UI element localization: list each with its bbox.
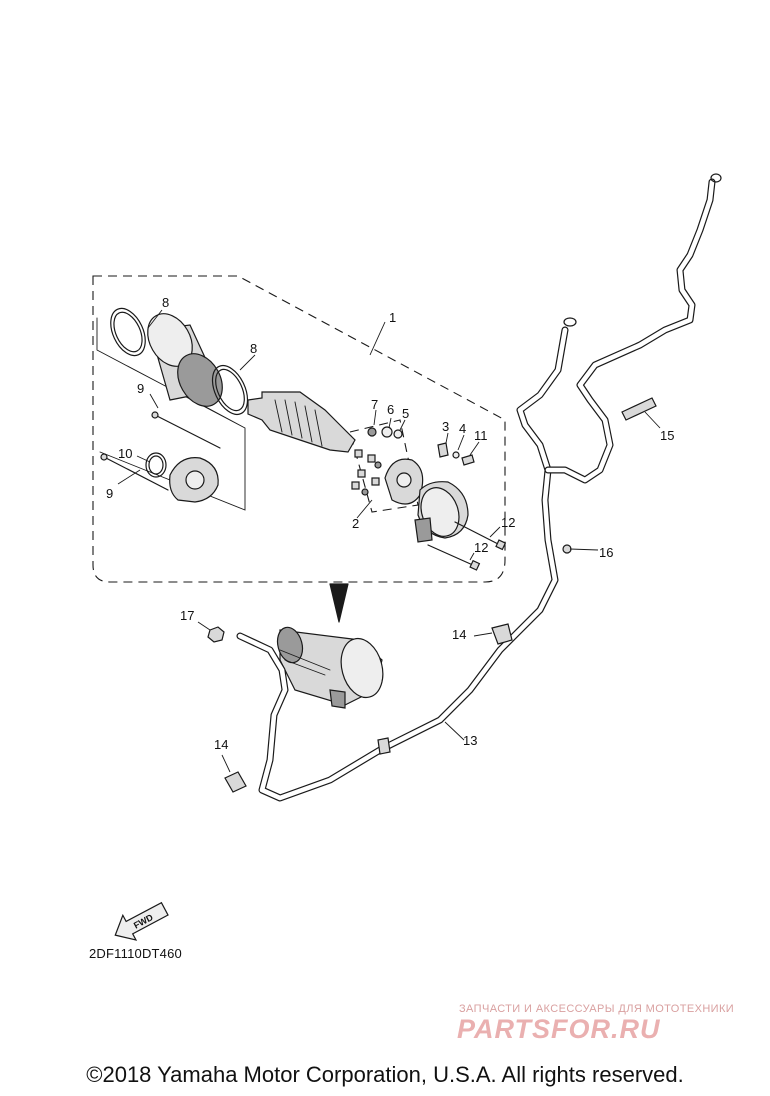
callout-3: 3 xyxy=(442,419,449,434)
clamp-part xyxy=(491,623,513,645)
end-cover-flange xyxy=(414,517,433,543)
through-bolt-part xyxy=(427,544,476,567)
yoke-housing-rear xyxy=(177,353,223,407)
long-bolt-head xyxy=(151,411,159,419)
callout-9-top: 9 xyxy=(137,381,144,396)
long-bolt-part xyxy=(103,456,169,491)
callout-6: 6 xyxy=(387,402,394,417)
brush-parts-cluster xyxy=(351,426,403,496)
ground-terminal-ring xyxy=(710,173,722,183)
ground-lead xyxy=(544,178,716,484)
watermark-logo: PARTSFOR.RU xyxy=(457,1014,661,1044)
callout-12-upper: 12 xyxy=(501,515,515,530)
callout-10: 10 xyxy=(118,446,132,461)
clamp-part xyxy=(224,771,247,793)
callout-11: 11 xyxy=(474,428,488,443)
long-bolt-head xyxy=(100,453,108,461)
callout-12-lower: 12 xyxy=(474,540,488,555)
o-ring-part xyxy=(113,311,143,353)
callout-4: 4 xyxy=(459,421,466,436)
callout-14-upper: 14 xyxy=(452,627,466,642)
callout-15: 15 xyxy=(660,428,674,443)
o-ring-part xyxy=(148,455,164,475)
callout-7: 7 xyxy=(371,397,378,412)
battery-cable-core xyxy=(237,327,568,801)
terminal-bolt-part xyxy=(437,442,449,458)
callout-5: 5 xyxy=(402,406,409,421)
fwd-arrow-icon: FWD xyxy=(114,901,169,941)
o-ring-part xyxy=(215,368,245,412)
armature-windings xyxy=(274,399,323,447)
brush-subassembly-boundary xyxy=(349,419,419,513)
through-bolt-part xyxy=(454,521,501,546)
watermark-tagline: ЗАПЧАСТИ И АКСЕССУАРЫ ДЛЯ МОТОТЕХНИКИ xyxy=(459,1003,735,1015)
leader-lines xyxy=(117,309,661,773)
callout-17: 17 xyxy=(180,608,194,623)
brush-holder-hole xyxy=(396,472,412,488)
callout-8-top: 8 xyxy=(162,295,169,310)
callout-13: 13 xyxy=(463,733,477,748)
callout-8-mid: 8 xyxy=(250,341,257,356)
through-bolt-head xyxy=(469,559,481,571)
copyright-notice: ©2018 Yamaha Motor Corporation, U.S.A. A… xyxy=(86,1062,684,1087)
front-bracket-bore xyxy=(185,470,205,490)
nut-part xyxy=(207,626,225,643)
o-ring-part xyxy=(110,307,146,357)
long-bolt-part xyxy=(154,414,221,449)
exploded-view-pointer xyxy=(329,583,349,623)
o-ring-part xyxy=(145,452,167,478)
diagram-code: 2DF1110DT460 xyxy=(89,946,182,961)
washer-part xyxy=(452,451,460,459)
callout-1: 1 xyxy=(389,310,396,325)
protector-tube-part xyxy=(621,397,657,421)
callout-2: 2 xyxy=(352,516,359,531)
o-ring-part xyxy=(211,364,249,416)
clamp-part xyxy=(377,737,391,755)
bolt-part xyxy=(562,544,572,554)
callout-14-lower: 14 xyxy=(214,737,228,752)
armature-part xyxy=(247,391,356,453)
callout-16: 16 xyxy=(599,545,613,560)
callout-labels: 1 2 3 4 5 6 7 8 8 9 9 10 11 12 12 13 14 … xyxy=(106,295,674,752)
ground-lead-core xyxy=(545,179,715,483)
through-bolt-head xyxy=(495,539,507,551)
cable-terminal-ring xyxy=(563,317,577,327)
starter-motor-assembly xyxy=(276,626,384,709)
terminal-bolt-part xyxy=(461,454,475,466)
callout-9-bottom: 9 xyxy=(106,486,113,501)
exploded-view-boundary xyxy=(92,275,506,583)
